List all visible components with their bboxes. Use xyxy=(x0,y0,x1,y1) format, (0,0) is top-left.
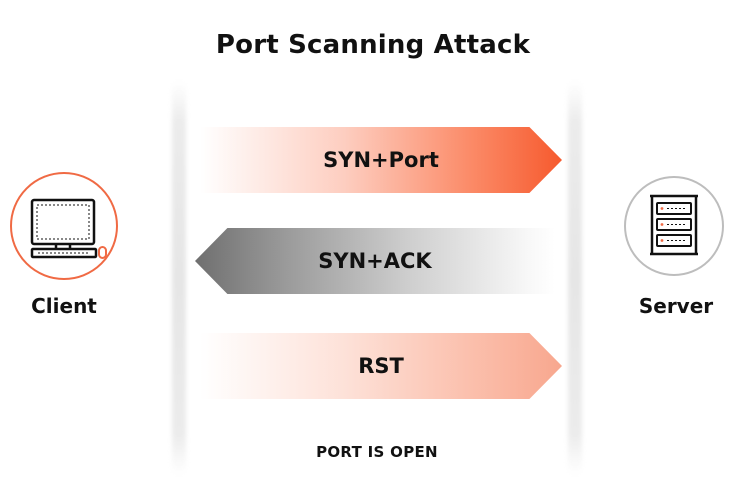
server-lane xyxy=(568,82,582,474)
rst-label: RST xyxy=(358,354,404,378)
syn-ack-label: SYN+ACK xyxy=(318,249,432,273)
syn-port-label: SYN+Port xyxy=(323,148,439,172)
client-label: Client xyxy=(31,294,97,318)
diagram-title: Port Scanning Attack xyxy=(215,30,531,60)
server-rack-icon xyxy=(650,194,698,256)
syn-ack-arrow: SYN+ACK xyxy=(195,228,555,294)
result-text: PORT IS OPEN xyxy=(316,443,438,461)
rst-arrow: RST xyxy=(200,333,562,399)
syn-port-arrow: SYN+Port xyxy=(200,127,562,193)
client-lane xyxy=(172,82,186,474)
server-node xyxy=(624,176,724,276)
desktop-computer-icon xyxy=(30,198,107,259)
client-node xyxy=(10,172,118,280)
server-label: Server xyxy=(638,294,714,318)
